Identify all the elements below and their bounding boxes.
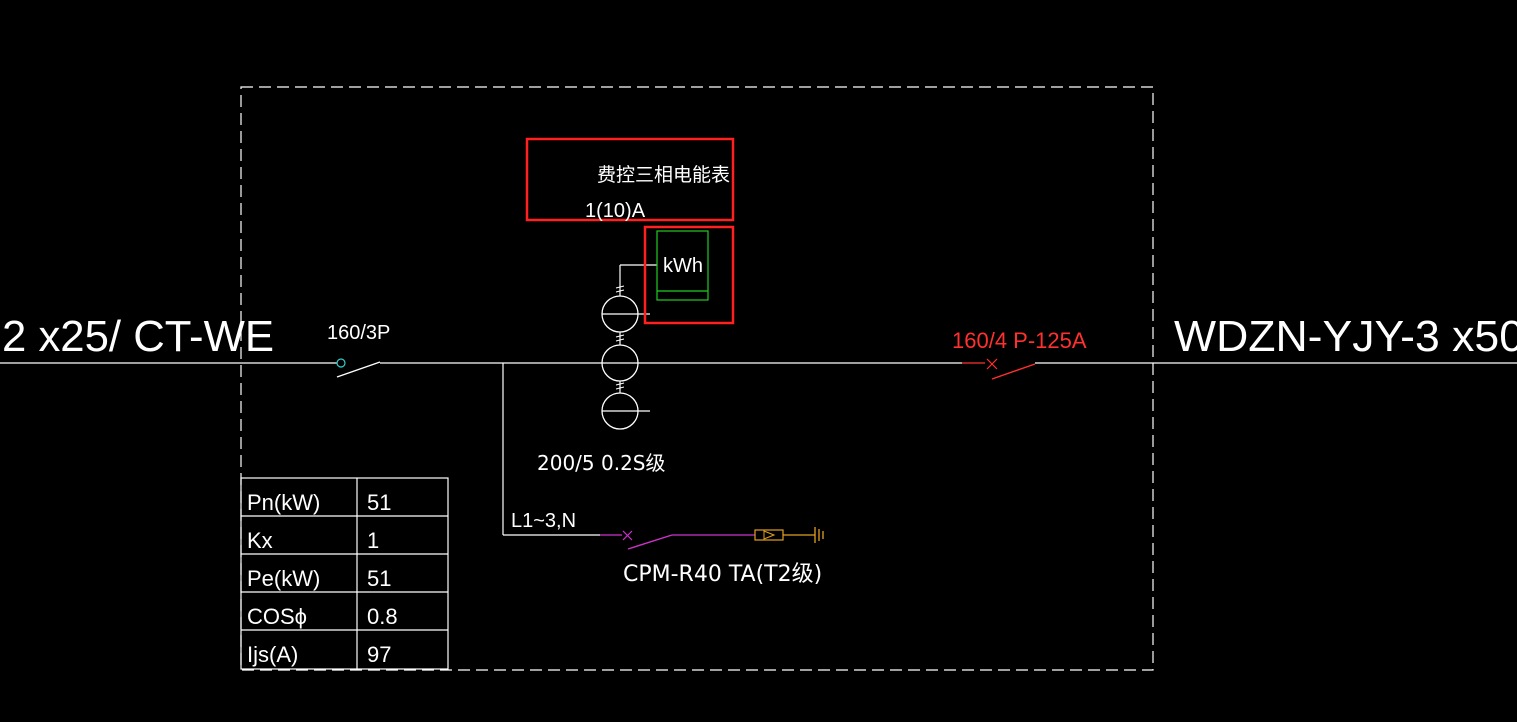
table-param: Ijs(A) [247,642,298,667]
energy-meter [656,230,709,301]
outgoing-cable-label: WDZN-YJY-3 x50 [1174,312,1517,361]
main-breaker-symbol [336,358,400,378]
spd-branch [502,363,824,550]
load-table: Pn(kW) 51 Kx 1 Pe(kW) 51 COSϕ 0.8 Ijs(A)… [240,477,449,670]
meter-title-label: 费控三相电能表 [597,164,730,186]
table-value: 1 [367,528,379,553]
panel-enclosure [240,86,1154,671]
main-breaker-label: 160/3P [327,322,390,344]
meter-title-highlight [525,137,735,222]
table-param: Kx [247,528,273,553]
incoming-cable-label: 2 x25/ CT-WE [2,312,274,361]
branch-label: L1~3,N [511,510,576,532]
outgoing-breaker-symbol [962,358,1036,380]
table-param: Pn(kW) [247,490,320,515]
table-param: Pe(kW) [247,566,320,591]
meter-highlight [643,225,735,325]
meter-unit-label: kWh [663,255,703,277]
spd-model-label: CPM-R40 TA(T2级) [623,562,822,587]
table-param: COSϕ [247,604,307,629]
current-transformer-group [601,264,657,430]
meter-rating-label: 1(10)A [585,200,646,222]
table-value: 97 [367,642,391,667]
table-value: 0.8 [367,604,398,629]
table-value: 51 [367,566,391,591]
spd-symbol [754,529,784,541]
table-value: 51 [367,490,391,515]
outgoing-breaker-label: 160/4 P-125A [952,328,1087,353]
ct-spec-label: 200/5 0.2S级 [537,451,666,475]
